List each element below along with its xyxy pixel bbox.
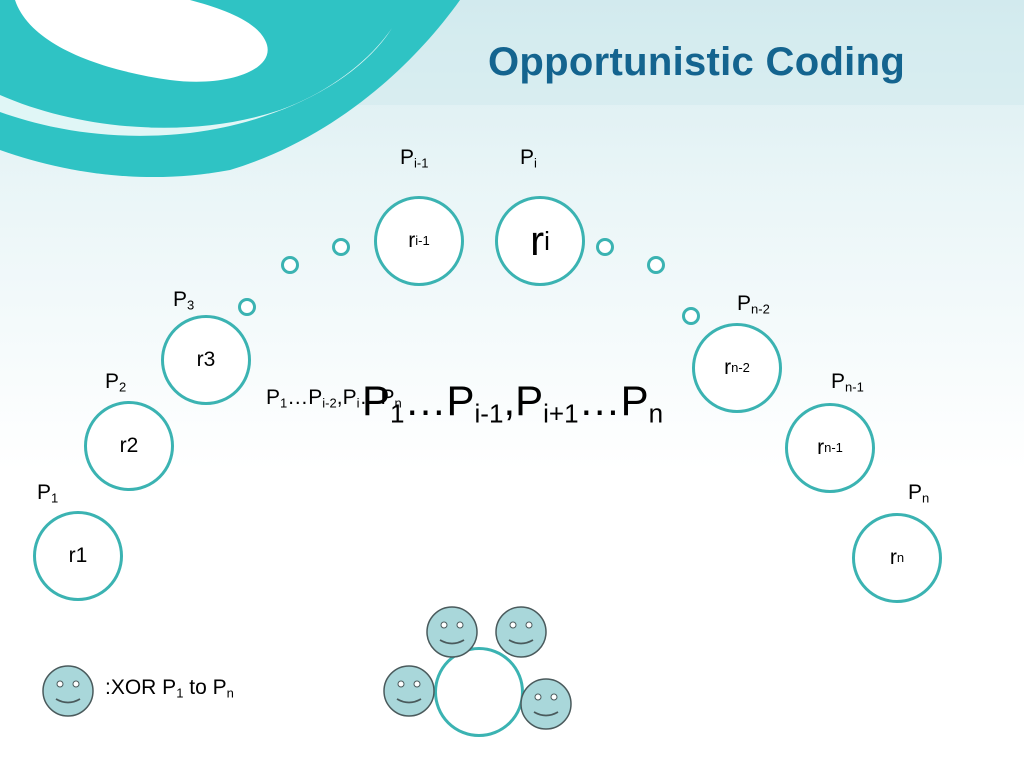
node-r1: r1 bbox=[33, 511, 123, 601]
node-r3: r3 bbox=[161, 315, 251, 405]
center-circle bbox=[434, 647, 524, 737]
label-p1: P1 bbox=[37, 481, 59, 506]
legend-text: :XOR P1 to Pn bbox=[105, 676, 234, 701]
smiley-face-icon bbox=[426, 606, 478, 658]
label-p2: P2 bbox=[105, 370, 127, 395]
label-p-i-minus-1: Pi-1 bbox=[400, 146, 429, 171]
smiley-face-icon bbox=[495, 606, 547, 658]
label-p-n-minus-1: Pn-1 bbox=[831, 370, 864, 395]
legend-smiley-icon bbox=[42, 665, 94, 717]
bubble-4 bbox=[596, 238, 614, 256]
expression-small: P1…Pi-2,Pi…Pn bbox=[266, 386, 402, 411]
label-p3: P3 bbox=[173, 288, 195, 313]
node-r2: r2 bbox=[84, 401, 174, 491]
label-p-n-minus-2: Pn-2 bbox=[737, 292, 770, 317]
bubble-1 bbox=[238, 298, 256, 316]
slide-title: Opportunistic Coding bbox=[488, 40, 906, 84]
expression-large: P1…Pi-1,Pi+1…Pn bbox=[362, 377, 664, 429]
bubble-2 bbox=[281, 256, 299, 274]
smiley-face-icon bbox=[520, 678, 572, 730]
bubble-5 bbox=[647, 256, 665, 274]
smiley-face-icon bbox=[383, 665, 435, 717]
bubble-6 bbox=[682, 307, 700, 325]
label-p-i: Pi bbox=[520, 146, 537, 171]
label-p-n: Pn bbox=[908, 481, 930, 506]
bubble-3 bbox=[332, 238, 350, 256]
